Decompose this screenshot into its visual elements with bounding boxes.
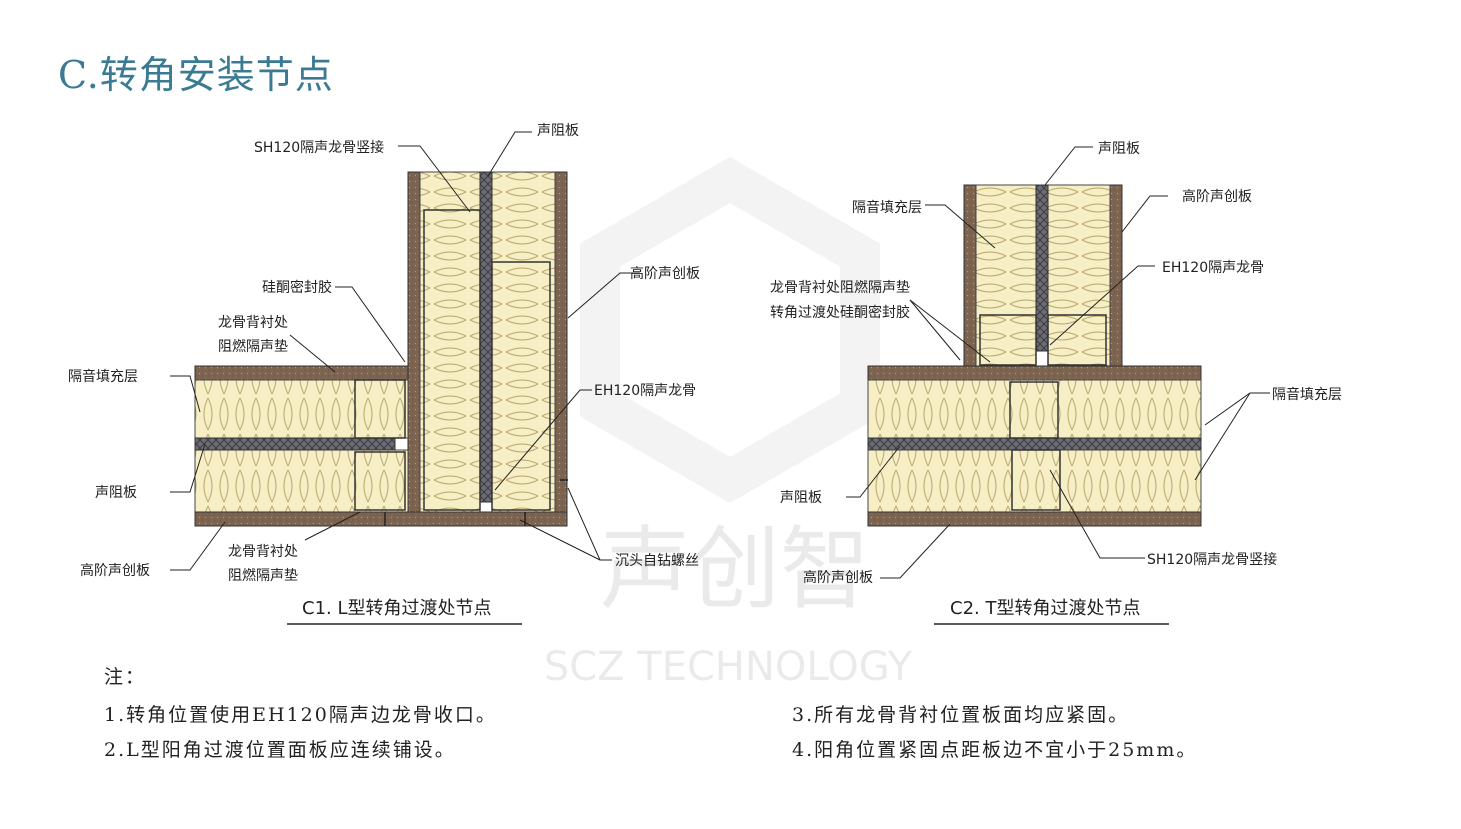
bottom-continuous-board — [194, 511, 568, 527]
vertical-wall-board-left — [407, 171, 421, 525]
notes-heading: 注： — [104, 666, 147, 688]
label-pad-lower-2: 阻燃隔声垫 — [228, 567, 298, 584]
label-fill: 隔音填充层 — [68, 368, 138, 385]
caption-t-corner: C2. T型转角过渡处节点 — [950, 598, 1140, 619]
vertical-insulation-right — [491, 171, 556, 513]
t-label-sealant: 转角过渡处硅酮密封胶 — [770, 304, 910, 321]
t-vertical-board-right — [1109, 184, 1123, 369]
label-board-bottom: 高阶声创板 — [80, 562, 150, 579]
horizontal-insulation-top — [194, 379, 409, 439]
t-label-damping-left: 声阻板 — [780, 490, 822, 506]
t-corner-diagram: 声阻板 隔音填充层 高阶声创板 EH120隔声龙骨 龙骨背衬处阻燃隔声垫 转角过… — [770, 141, 1342, 625]
vertical-insulation-left — [419, 171, 481, 513]
horizontal-damping-board — [194, 437, 396, 451]
watermark-subtitle: SCZ TECHNOLOGY — [544, 644, 913, 690]
watermark-logo-icon — [580, 156, 880, 504]
vertical-stud — [423, 209, 481, 511]
note-item-1: 1.转角位置使用EH120隔声边龙骨收口。 — [104, 704, 497, 726]
t-label-damping-top: 声阻板 — [1098, 141, 1140, 157]
label-sh120-joint: SH120隔声龙骨竖接 — [254, 139, 384, 156]
label-pad-upper-1: 龙骨背衬处 — [218, 315, 288, 331]
t-label-board-top: 高阶声创板 — [1182, 188, 1252, 205]
t-label-fill-right: 隔音填充层 — [1272, 386, 1342, 403]
note-item-3: 3.所有龙骨背衬位置板面均应紧固。 — [792, 704, 1130, 726]
note-item-2: 2.L型阳角过渡位置面板应连续铺设。 — [104, 739, 456, 761]
t-label-eh120: EH120隔声龙骨 — [1162, 260, 1264, 276]
label-screw: 沉头自钻螺丝 — [615, 553, 699, 569]
t-vertical-board-left — [963, 184, 977, 369]
t-vertical-damping — [1035, 184, 1049, 352]
label-sealant: 硅酮密封胶 — [262, 279, 332, 296]
t-label-pad-1: 龙骨背衬处阻燃隔声垫 — [770, 279, 910, 296]
vertical-damping-board — [479, 171, 493, 503]
t-label-sh120-joint: SH120隔声龙骨竖接 — [1147, 551, 1277, 568]
horizontal-wall-board-top — [194, 365, 409, 381]
t-label-board-bottom: 高阶声创板 — [803, 569, 873, 586]
label-eh120: EH120隔声龙骨 — [594, 383, 696, 399]
label-pad-upper-2: 阻燃隔声垫 — [218, 338, 288, 355]
label-board-right: 高阶声创板 — [630, 265, 700, 282]
t-label-fill-left: 隔音填充层 — [852, 199, 922, 216]
t-horizontal-board-bottom — [867, 511, 1202, 527]
horizontal-insulation-bottom — [194, 449, 409, 513]
screw-icon — [384, 479, 568, 526]
page-title: C.转角安装节点 — [58, 53, 334, 97]
t-horizontal-board-top — [867, 365, 1202, 381]
label-damping-top: 声阻板 — [537, 123, 579, 139]
label-damping-left: 声阻板 — [95, 485, 137, 501]
t-horizontal-damping — [867, 437, 1202, 451]
note-item-4: 4.阳角位置紧固点距板边不宜小于25mm。 — [792, 739, 1198, 761]
watermark-brand: 声创智 — [600, 517, 870, 622]
label-pad-lower-1: 龙骨背衬处 — [228, 544, 298, 560]
vertical-wall-board-right — [554, 171, 568, 525]
l-corner-diagram: SH120隔声龙骨竖接 声阻板 硅酮密封胶 龙骨背衬处 阻燃隔声垫 隔音填充层 … — [68, 123, 700, 625]
caption-l-corner: C1. L型转角过渡处节点 — [302, 598, 492, 619]
